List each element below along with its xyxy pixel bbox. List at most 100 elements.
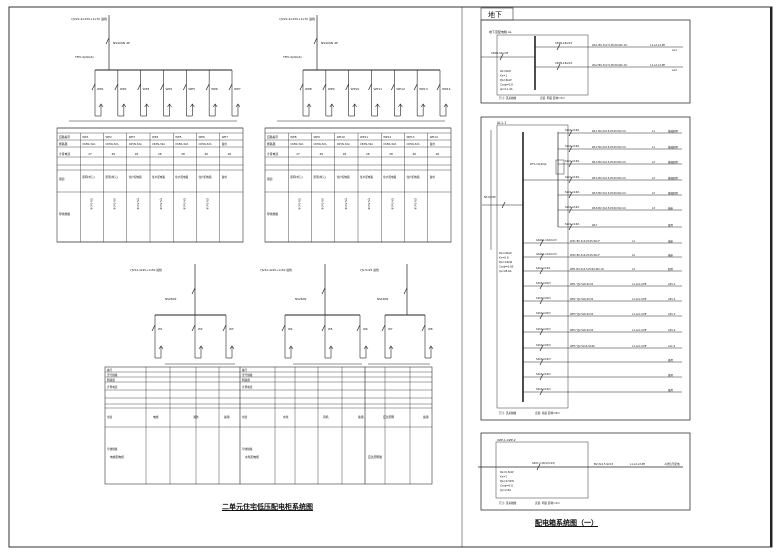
circuit-phase: L1 [652, 129, 655, 133]
feeder-id: WP7 [234, 87, 241, 91]
cell-use: 住户配电箱 [383, 175, 396, 179]
arrow-icon [98, 103, 104, 116]
load-param: Pjs=6kW [500, 78, 512, 82]
cell-use: 住户配电箱 [175, 175, 188, 179]
circuit-phase: L1,L2,L3,PE [632, 344, 647, 348]
cell-use: 住户配电箱 [152, 175, 165, 179]
cell-use: 备用 [224, 415, 230, 419]
incoming-cable-label: YJV22-4x150+1x70 进线 [71, 16, 107, 21]
main-breaker-symbol [105, 37, 110, 45]
arrow-icon [363, 345, 369, 358]
circuit-cable: WL5 BV-3x2.5-PC20-WC.CC [592, 191, 626, 195]
circuit-use: 楼梯照明 [668, 191, 679, 195]
load-param: Pjs=0.5kW [500, 479, 514, 483]
breaker-symbol [539, 253, 544, 261]
row-header: 断路器 [267, 142, 276, 146]
row-header: 型号规格 [242, 373, 253, 377]
circuit-use: 备用 [668, 373, 674, 377]
breaker-symbol [568, 206, 573, 214]
circuit-cable: WX1 BV-3x4-PC25-WC.F [570, 239, 600, 243]
incoming-breaker-label: C65N-32A/3P [491, 51, 509, 55]
load-param: Kx=1 [500, 74, 507, 78]
main-breaker-symbol [313, 37, 318, 45]
circuit-use: 备用 [668, 388, 674, 392]
panel-footer: 尺寸: 见系统图 [499, 411, 517, 415]
cell-use: 住户配电箱 [337, 175, 350, 179]
cell-breaker: C65N-32A [82, 142, 95, 146]
row-header: 用途 [107, 415, 113, 419]
incoming-cable-label: YJV22-4x95+1x50 进线 [260, 268, 292, 272]
cell-cable: YJV-5x16 [321, 198, 325, 210]
arrow-icon [443, 103, 449, 116]
breaker-symbol [568, 223, 573, 231]
cell-cable: YJV-5x16 [367, 198, 371, 210]
circuit-breaker: S201-C16/1 [565, 222, 580, 226]
cell-circuit: WP13 [407, 135, 415, 139]
panel-footer: 尺寸: 见系统图 [499, 96, 517, 100]
circuit-cable: WL2 BV-3x2.5-PC20-WC.CC [592, 145, 626, 149]
circuit-cable: WE1 BV-3x2.5-PC20-WC.CC [570, 267, 604, 271]
circuit-use: 照明 [668, 267, 674, 271]
cell-breaker: 备用 [430, 142, 436, 146]
cell-cable: YJV-5x16 [136, 198, 140, 210]
circuit-use: 楼梯照明 [668, 129, 679, 133]
meter-box [555, 159, 565, 175]
circuit-cable: WL4 BV-3x2.5-PC20-WC.CC [592, 176, 626, 180]
circuit-use: AP1-1 [668, 282, 676, 286]
cell-use: 电梯 [153, 415, 159, 419]
cell-current: 27 [88, 152, 92, 156]
circuit-breaker: GS261-C16/0.03 [536, 238, 557, 242]
feeder-id: WP9 [328, 87, 335, 91]
row-header: 回路编号 [59, 135, 70, 139]
circuit-breaker: S201-C16/1(0.03) [532, 461, 555, 465]
cell-use: 照明(单元) [82, 175, 94, 179]
cell-use: 照明(单元) [106, 175, 118, 179]
feeder-breaker-symbol [91, 83, 96, 91]
row-header: 用途 [267, 177, 273, 181]
circuit-use: 插座 [668, 206, 674, 210]
breaker-symbol [539, 312, 544, 320]
row-header: 导线规格 [59, 212, 70, 216]
load-param: Ijs=11.4A [500, 87, 513, 91]
circuit-use: AP1-4 [668, 328, 676, 332]
circuit-phase: L2 [652, 176, 655, 180]
cell-cable: YJV-5x16 [390, 198, 394, 210]
cell-current: 40 [436, 152, 440, 156]
feeder-breaker-symbol [391, 83, 395, 91]
circuit-cable: WX2 BV-3x4-PC25-WC.F [570, 253, 600, 257]
arrow-icon [212, 103, 218, 116]
row-header: 用途 [242, 415, 248, 419]
load-param: Pjs=16kW [499, 260, 513, 264]
breaker-symbol [568, 176, 573, 184]
cell-use: 应急照明 [383, 415, 394, 419]
row-header: 编号 [242, 368, 248, 372]
cell-breaker: C65N-32A [106, 142, 119, 146]
cell-use: 备用 [358, 415, 364, 419]
load-param: Cosφ=0.8 [500, 484, 513, 488]
feeder-breaker-symbol [151, 324, 156, 332]
cell-current: 28 [181, 152, 185, 156]
panel-footer: 尺寸: 见系统图 [499, 501, 517, 505]
cell-circuit: WP7 [222, 135, 228, 139]
feeder-id: W6 [363, 327, 368, 331]
panel-enclosure [496, 34, 589, 96]
incoming-cable-label: YJV22-4x150+1x70 进线 [279, 16, 315, 21]
breaker-symbol [568, 129, 573, 137]
cell-cable: YJV-5x16 [182, 198, 186, 210]
cell-use: 风机 [323, 415, 329, 419]
cell-breaker: C65N-32A [129, 142, 142, 146]
breaker-symbol [539, 239, 544, 247]
main-breaker-symbol [191, 287, 196, 295]
panel-enclosure [495, 441, 589, 499]
feeder-id: W3 [229, 327, 234, 331]
arrow-icon [375, 103, 380, 116]
circuit-use: 备用 [668, 358, 674, 362]
arrow-icon [190, 103, 195, 116]
main-breaker-label: NS160N [377, 297, 388, 301]
circuit-cable: WP3 YJV-5x6-SC32 [570, 312, 594, 316]
basement-panel-frame [480, 19, 691, 104]
circuit-cable: WL6 BV-3x2.5-PC20-WC.CC [592, 206, 626, 210]
arrow-icon [398, 103, 403, 116]
panel-enclosure [496, 124, 569, 409]
